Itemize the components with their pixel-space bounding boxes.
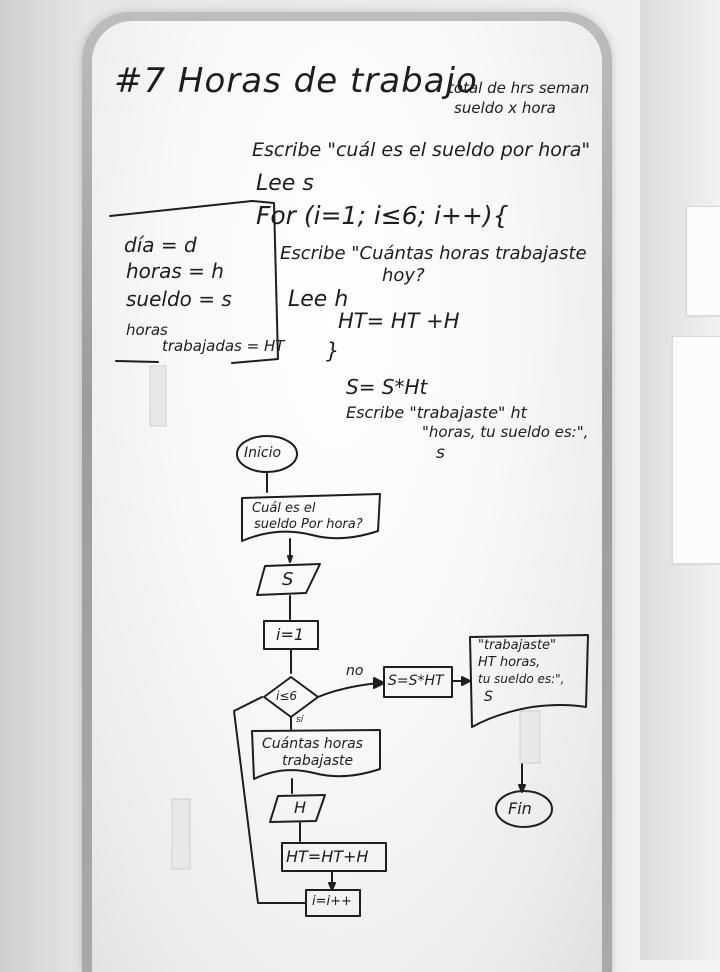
compute-label: S=S*HT xyxy=(388,673,444,689)
side-note-line-1: total de hrs seman xyxy=(448,79,590,97)
wall-poster-bottom xyxy=(672,336,720,564)
ask-wage-box xyxy=(241,493,381,542)
variable-horas: horas = h xyxy=(126,259,224,283)
pseudocode-line-4a: Escribe "Cuántas horas trabajaste xyxy=(280,243,587,264)
tape-3 xyxy=(171,798,191,870)
condition-label: i≤6 xyxy=(276,689,298,703)
pseudocode-line-2: Lee s xyxy=(256,171,314,196)
read-h-box xyxy=(269,794,326,823)
pseudocode-line-9a: Escribe "trabajaste" ht xyxy=(346,403,527,422)
ask-wage-line-1: Cuál es el xyxy=(252,501,316,516)
variables-box-outline xyxy=(109,200,279,364)
output-line-4: S xyxy=(484,689,493,705)
variable-horas-trabajadas-2: trabajadas = HT xyxy=(162,337,285,355)
ask-wage-line-2: sueldo Por hora? xyxy=(254,517,363,532)
sum-box xyxy=(281,842,387,872)
tape-2 xyxy=(519,710,541,764)
pseudocode-line-1: Escribe "cuál es el sueldo por hora" xyxy=(252,139,591,161)
ask-hours-line-2: trabajaste xyxy=(282,753,354,769)
wall-poster-top xyxy=(686,206,720,316)
pseudocode-line-9c: s xyxy=(436,443,445,463)
output-line-3: tu sueldo es:", xyxy=(478,672,565,686)
pseudocode-line-4b: hoy? xyxy=(382,265,425,286)
loop-back-line xyxy=(233,696,307,904)
variables-underline xyxy=(115,360,159,363)
ask-hours-line-1: Cuántas horas xyxy=(262,736,363,752)
tape-1 xyxy=(149,365,167,427)
pseudocode-line-7: } xyxy=(326,339,340,363)
start-label: Inicio xyxy=(244,445,282,461)
variable-dia: día = d xyxy=(124,233,197,257)
whiteboard: #7 Horas de trabajo total de hrs seman s… xyxy=(82,12,612,972)
init-i-label: i=1 xyxy=(276,625,305,644)
yes-label: sí xyxy=(296,715,304,725)
end-terminator xyxy=(495,790,553,828)
variable-horas-trabajadas-1: horas xyxy=(126,321,168,339)
read-h-label: H xyxy=(294,798,307,817)
compute-box xyxy=(383,666,453,698)
no-arrow xyxy=(317,682,379,698)
side-note-line-2: sueldo x hora xyxy=(454,99,556,117)
increment-label: i=i++ xyxy=(312,894,352,909)
read-s-label: S xyxy=(282,569,294,590)
read-s-box xyxy=(256,563,321,596)
output-line-2: HT horas, xyxy=(478,655,541,670)
output-box xyxy=(469,634,589,728)
variable-sueldo: sueldo = s xyxy=(126,287,232,311)
pseudocode-line-6: HT= HT +H xyxy=(338,309,460,333)
flowchart-drawing xyxy=(109,200,589,917)
output-line-1: "trabajaste" xyxy=(478,638,557,653)
pseudocode-line-5: Lee h xyxy=(288,287,349,312)
whiteboard-surface: #7 Horas de trabajo total de hrs seman s… xyxy=(92,21,602,972)
pseudocode-line-9b: "horas, tu sueldo es:", xyxy=(422,423,589,441)
end-label: Fin xyxy=(508,799,532,818)
pseudocode-line-8: S= S*Ht xyxy=(346,375,428,399)
ask-hours-box xyxy=(251,729,381,780)
board-title: #7 Horas de trabajo xyxy=(114,61,478,101)
sum-label: HT=HT+H xyxy=(286,847,369,866)
pseudocode-line-3: For (i=1; i≤6; i++){ xyxy=(256,201,509,230)
no-label: no xyxy=(346,663,364,679)
